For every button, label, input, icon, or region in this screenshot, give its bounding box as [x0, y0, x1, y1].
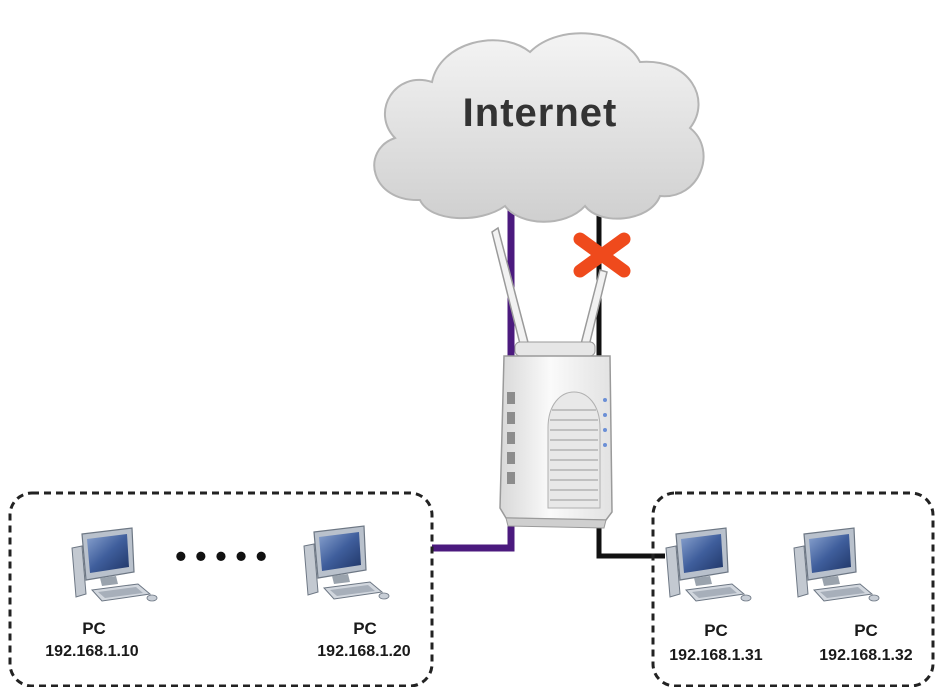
- pc-name-label: PC: [704, 621, 728, 640]
- pc-icon: [793, 527, 880, 602]
- pc-ip-label: 192.168.1.10: [45, 643, 139, 660]
- pc-ellipsis: • • • • •: [175, 538, 267, 574]
- active-link-line: [432, 205, 515, 552]
- links: [432, 205, 665, 559]
- router-antenna-right: [579, 269, 608, 351]
- internet-label: Internet: [463, 91, 618, 135]
- pc-name-label: PC: [82, 619, 106, 638]
- pc-ip-label: 192.168.1.31: [669, 647, 763, 664]
- pc-icon: [71, 527, 158, 602]
- lan-group-right: PC 192.168.1.31 PC 192.168.1.32: [651, 491, 935, 687]
- pc-name-label: PC: [854, 621, 878, 640]
- lan-group-left: PC 192.168.1.10 • • • • • PC 192.168.1.2…: [8, 491, 434, 687]
- lan-group-left-border: [8, 491, 434, 687]
- pc-ip-label: 192.168.1.32: [819, 647, 913, 664]
- router: [491, 226, 613, 529]
- link-failure-x-icon: [573, 232, 631, 278]
- pc-icon: [665, 527, 752, 602]
- lan-group-right-border: [651, 491, 935, 687]
- pc-name-label: PC: [353, 619, 377, 638]
- pc-icon: [303, 525, 390, 600]
- pc-ip-label: 192.168.1.20: [317, 643, 411, 660]
- internet-cloud: Internet: [373, 32, 705, 223]
- failed-link-line: [596, 205, 665, 559]
